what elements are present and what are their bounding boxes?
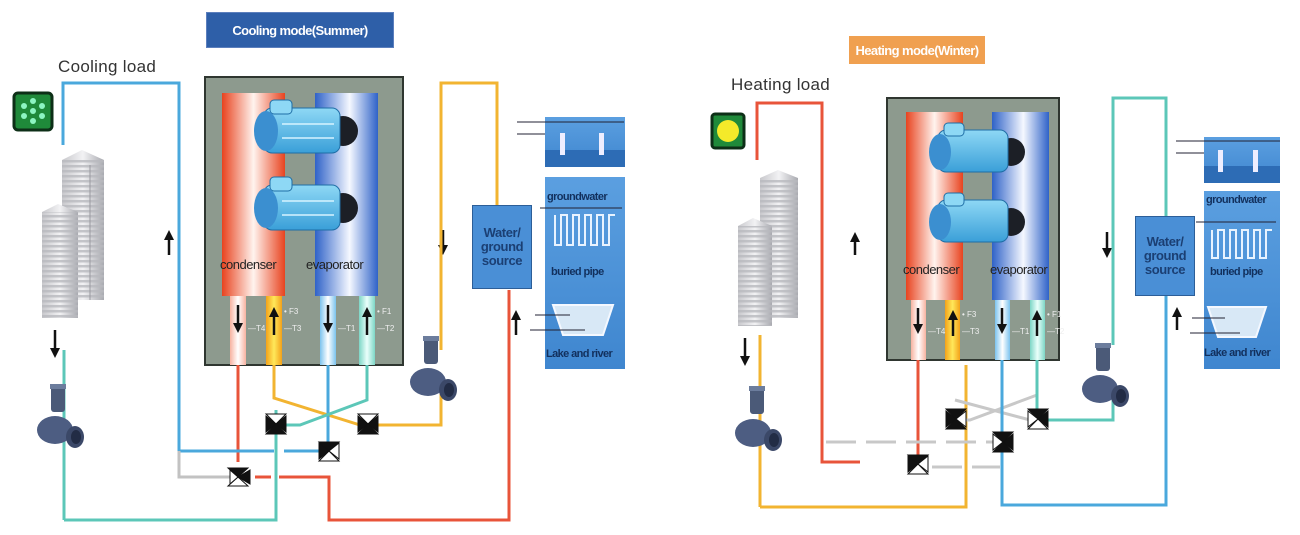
load-return-pipe	[760, 365, 968, 509]
groundwater-well-icon	[1176, 137, 1280, 183]
compressor-icon	[254, 176, 358, 231]
compressor-icon	[254, 99, 358, 154]
heating-panel: —T4 • F3 —T3 —T1 • F1 —T2	[710, 96, 1280, 509]
cooling-load-label: Cooling load	[58, 57, 157, 76]
building-icon	[42, 150, 104, 318]
buried-pipe-label-heating: buried pipe	[1210, 266, 1263, 278]
load-pump-icon	[37, 350, 84, 520]
heating-mode-title: Heating mode(Winter)	[849, 36, 985, 64]
source-supply-pipe	[1111, 96, 1168, 345]
three-way-valve-icon	[1026, 408, 1050, 430]
flow-arrows	[50, 230, 521, 358]
source-supply-pipe	[372, 390, 443, 427]
lake-river-icon	[530, 304, 615, 336]
three-way-valve-icon	[991, 431, 1015, 453]
lake-river-icon	[1190, 306, 1268, 338]
sensor-f1: • F1	[377, 307, 392, 316]
water-ground-source-box: Water/ ground source	[472, 205, 532, 289]
load-return-pipe	[64, 410, 278, 522]
source-supply-pipe	[439, 81, 499, 350]
hot-water-supply-pipe	[755, 101, 860, 464]
buried-pipe-icon	[540, 177, 625, 369]
sensor-t4: —T4	[928, 327, 946, 336]
sensor-t2: —T2	[377, 324, 395, 333]
sensor-t2: —T2	[1047, 327, 1065, 336]
cooling-panel: —T4 • F3 —T3 —T1 • F1 —T2	[12, 76, 625, 522]
cooling-mode-title: Cooling mode(Summer)	[206, 12, 394, 48]
three-way-valve-icon	[944, 408, 968, 430]
water-ground-source-box-heating: Water/ ground source	[1135, 216, 1195, 296]
compressor-icon	[929, 192, 1025, 243]
groundwater-well-icon	[517, 117, 625, 167]
source-pump-icon	[1082, 343, 1129, 407]
load-pump-icon	[735, 335, 782, 507]
condenser-label: condenser	[220, 257, 277, 272]
sun-icon	[710, 112, 746, 150]
evaporator-label: evaporator	[306, 257, 364, 272]
source-pump-icon	[410, 336, 457, 401]
sensor-t3: —T3	[284, 324, 302, 333]
groundwater-label: groundwater	[547, 191, 608, 203]
idle-cross-pipe	[960, 393, 1038, 422]
sensor-t3: —T3	[962, 327, 980, 336]
cross-pipe	[280, 365, 369, 427]
three-way-valve-icon	[264, 413, 288, 435]
three-way-valve-icon	[317, 441, 341, 462]
sensor-t1: —T1	[338, 324, 356, 333]
buried-pipe-label: buried pipe	[551, 266, 604, 278]
lake-river-label: Lake and river	[546, 348, 613, 360]
three-way-valve-icon	[906, 454, 930, 475]
compressor-icon	[929, 122, 1025, 173]
sensor-f3: • F3	[962, 310, 977, 319]
condenser-label-heating: condenser	[903, 262, 960, 277]
evaporator-label-heating: evaporator	[990, 262, 1048, 277]
three-way-valve-icon	[356, 413, 380, 435]
three-way-valve-icon	[226, 467, 251, 487]
sensor-f1: • F1	[1047, 310, 1062, 319]
heating-load-label: Heating load	[731, 75, 831, 94]
bypass-pipe	[177, 451, 232, 479]
buried-pipe-icon	[1196, 191, 1280, 369]
building-icon	[738, 170, 798, 326]
source-return-pipe	[290, 290, 511, 522]
sensor-t4: —T4	[248, 324, 266, 333]
sensor-t1: —T1	[1012, 327, 1030, 336]
groundwater-label-heating: groundwater	[1206, 194, 1267, 206]
fan-icon	[12, 91, 54, 132]
sensor-f3: • F3	[284, 307, 299, 316]
lake-river-label-heating: Lake and river	[1204, 347, 1271, 359]
